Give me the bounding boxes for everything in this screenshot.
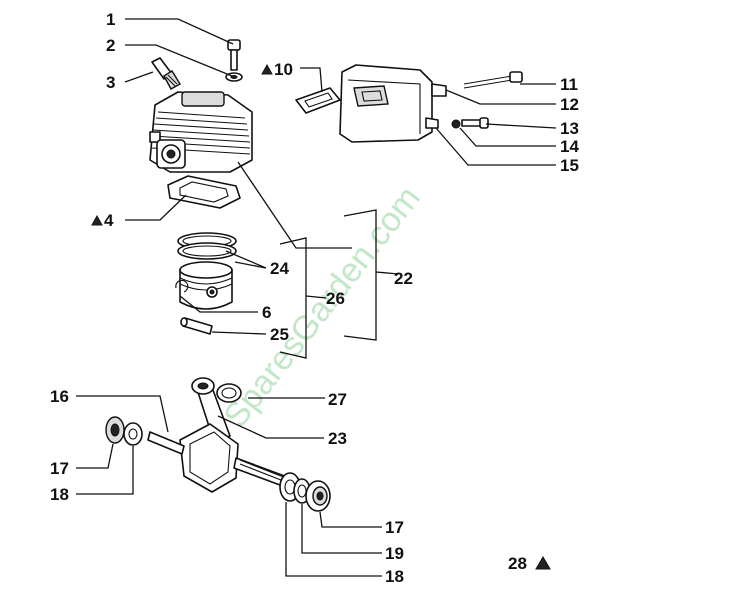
- callout-1: 1: [106, 10, 115, 29]
- marker-triangle-10: [261, 63, 273, 75]
- part-piston-rings-24: [177, 232, 237, 260]
- part-screw-13: [461, 117, 489, 129]
- callout-17-left: 17: [50, 459, 69, 478]
- callout-2: 2: [106, 36, 115, 55]
- part-bolt-11: [463, 71, 523, 89]
- callout-labels: 1 2 3 10 11 12 13 14 15 4 22 24 26 6 25 …: [50, 10, 579, 586]
- callout-10: 10: [274, 60, 293, 79]
- callout-4: 4: [104, 211, 114, 230]
- marker-triangle-4: [91, 214, 103, 226]
- callout-12: 12: [560, 95, 579, 114]
- watermark: SparesGarden.com: [216, 179, 427, 435]
- marker-triangle-28: [535, 556, 551, 570]
- part-piston: [179, 261, 233, 310]
- part-cylinder: [149, 91, 253, 173]
- bracket-22: [343, 209, 399, 341]
- part-bearing-18-left: [123, 422, 143, 446]
- callout-27: 27: [328, 390, 347, 409]
- callout-19: 19: [385, 544, 404, 563]
- part-seal-17-left: [105, 416, 125, 444]
- part-spark-plug-3: [151, 57, 181, 90]
- callout-22: 22: [394, 269, 413, 288]
- callout-15: 15: [560, 156, 579, 175]
- callout-11: 11: [560, 75, 578, 94]
- part-crankshaft: [147, 377, 291, 493]
- callout-16: 16: [50, 387, 69, 406]
- bracket-26: [279, 237, 327, 359]
- callout-23: 23: [328, 429, 347, 448]
- part-muffler: [339, 64, 447, 143]
- callout-17-right: 17: [385, 518, 404, 537]
- part-piston-pin-25: [180, 317, 213, 335]
- callout-28: 28: [508, 554, 527, 573]
- callout-13: 13: [560, 119, 579, 138]
- callout-24: 24: [270, 259, 289, 278]
- part-seal-17-right: [305, 480, 331, 512]
- callout-6: 6: [262, 303, 271, 322]
- callout-3: 3: [106, 73, 115, 92]
- part-gasket-4: [167, 175, 241, 209]
- part-nut-14: [451, 119, 461, 129]
- callout-25: 25: [270, 325, 289, 344]
- callout-26: 26: [326, 289, 345, 308]
- callout-14: 14: [560, 137, 579, 156]
- part-circlip-6: [175, 279, 189, 293]
- part-muffler-gasket-10: [295, 87, 341, 114]
- part-needle-bearing-27: [216, 383, 242, 403]
- callout-18-left: 18: [50, 485, 69, 504]
- leader-lines: [76, 18, 557, 577]
- part-screw-1: [227, 39, 241, 71]
- callout-18-right: 18: [385, 567, 404, 586]
